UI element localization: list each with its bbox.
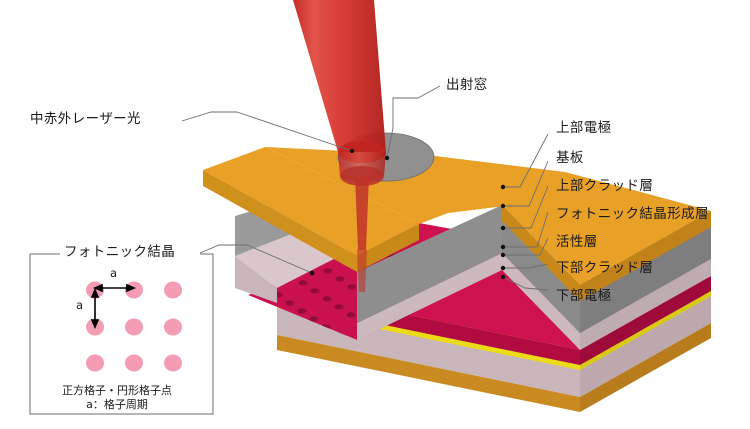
inset-title: フォトニック結晶	[64, 244, 176, 260]
label-bottom-electrode: 下部電極	[556, 288, 612, 304]
lattice-arrow-horizontal	[92, 283, 137, 293]
label-substrate: 基板	[556, 150, 584, 166]
label-upper-clad: 上部クラッド層	[556, 178, 654, 194]
lattice-arrow-vertical	[90, 287, 100, 330]
label-laser: 中赤外レーザー光	[30, 111, 141, 127]
label-lower-clad: 下部クラッド層	[556, 260, 654, 276]
label-top-electrode: 上部電極	[556, 120, 612, 136]
label-photonic-crystal-layer: フォトニック結晶形成層	[556, 206, 709, 222]
lattice-constant-label-horizontal: a	[110, 266, 118, 280]
lattice-dots	[86, 281, 182, 372]
inset-caption-line1: 正方格子・円形格子点	[62, 384, 172, 397]
label-active-layer: 活性層	[556, 234, 598, 250]
inset-caption-line2: a：格子周期	[86, 398, 148, 411]
leader-lines	[181, 85, 549, 291]
label-exit-window: 出射窓	[446, 77, 488, 93]
laser-beam	[293, 0, 386, 292]
lattice-constant-label-vertical: a	[76, 298, 84, 312]
